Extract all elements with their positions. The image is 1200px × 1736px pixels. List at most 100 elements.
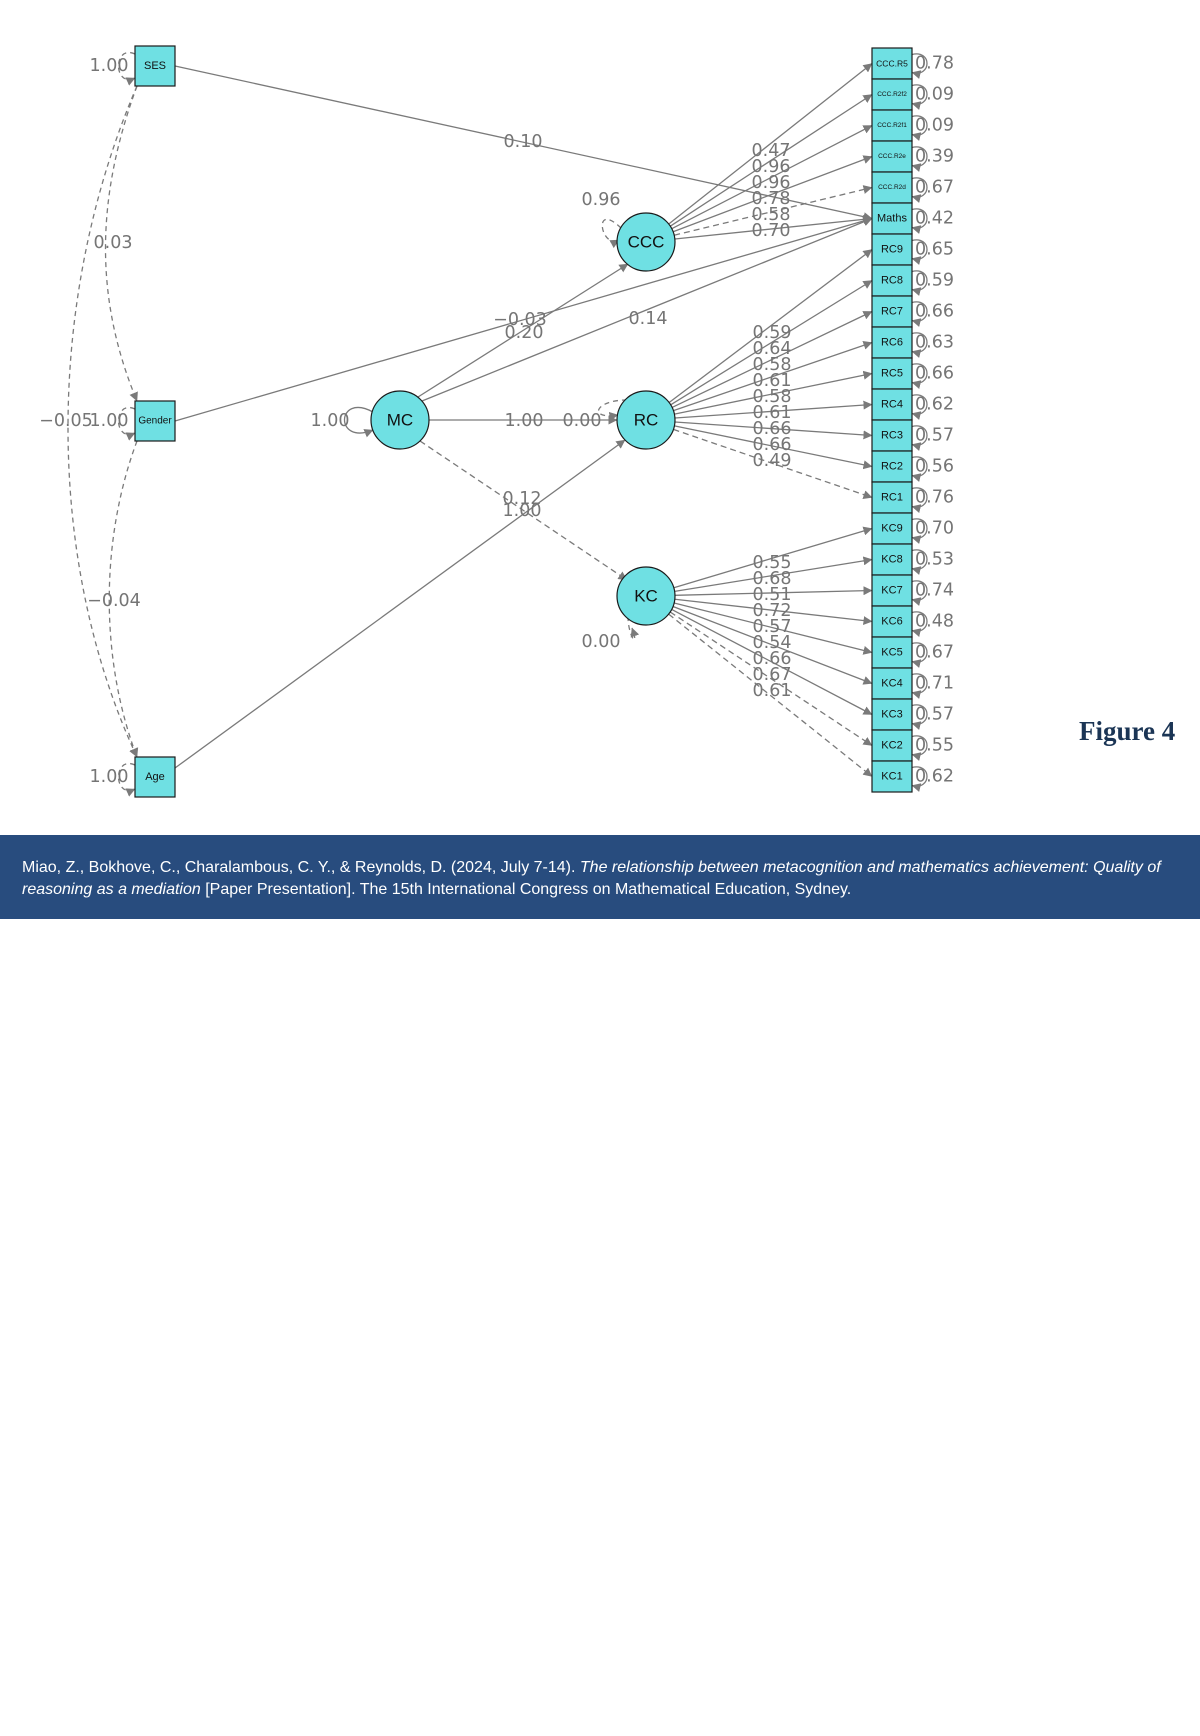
indicator-node-rc8: RC8 xyxy=(871,264,913,297)
covariance-ses-gender-label: 0.03 xyxy=(94,233,133,253)
residual-rc8 xyxy=(902,269,928,296)
residual-kc9-label: 0.70 xyxy=(915,519,954,539)
residual-kc1 xyxy=(902,765,928,792)
loading-kc-kc6 xyxy=(674,598,873,626)
observed-label-ses: SES xyxy=(144,60,166,72)
indicator-label-kc6: KC6 xyxy=(881,616,902,628)
loading-rc-rc1 xyxy=(673,428,873,499)
indicator-box-ccc-r2e xyxy=(871,140,913,173)
residual-rc5-label: 0.66 xyxy=(915,364,954,384)
residual-kc4 xyxy=(902,672,928,699)
indicator-node-rc9: RC9 xyxy=(871,233,913,266)
observed-node-ses: SES xyxy=(134,45,176,87)
latent-node-kc: KC xyxy=(616,566,676,626)
indicator-node-ccc-r5: CCC.R5 xyxy=(871,47,913,80)
loading-kc-kc9 xyxy=(673,526,873,589)
citation-footer: Miao, Z., Bokhove, C., Charalambous, C. … xyxy=(0,835,1200,1736)
indicator-label-kc9: KC9 xyxy=(881,523,902,535)
indicator-label-kc7: KC7 xyxy=(881,585,902,597)
indicator-label-ccc-r2d: CCC.R2d xyxy=(878,184,906,191)
observed-node-gender: Gender xyxy=(134,400,176,442)
indicator-node-rc6: RC6 xyxy=(871,326,913,359)
loading-label-rc-3: 0.61 xyxy=(753,371,792,391)
observed-node-age: Age xyxy=(134,756,176,798)
path-age-rc-label: 1.00 xyxy=(503,501,542,521)
latent-label-mc: MC xyxy=(387,411,413,430)
latent-label-rc: RC xyxy=(634,411,659,430)
residual-rc3-label: 0.57 xyxy=(915,426,954,446)
sem-path-diagram: SESGenderAgeMCCCCRCKCCCC.R5CCC.R2f2CCC.R… xyxy=(39,45,954,798)
indicator-box-kc1 xyxy=(871,760,913,793)
residual-rc1 xyxy=(902,486,928,513)
observed-box-gender xyxy=(134,400,176,442)
covariance-ses-age-label: −0.05 xyxy=(39,411,93,431)
indicator-node-ccc-r2d: CCC.R2d xyxy=(871,171,913,204)
observed-label-age: Age xyxy=(145,771,165,783)
loading-kc-kc5 xyxy=(673,602,873,655)
residual-kc5-label: 0.67 xyxy=(915,643,954,663)
indicator-box-rc6 xyxy=(871,326,913,359)
citation-authors: Miao, Z., Bokhove, C., Charalambous, C. … xyxy=(22,859,576,876)
loading-label-rc-0: 0.59 xyxy=(753,323,792,343)
indicator-box-rc7 xyxy=(871,295,913,328)
residual-rc7 xyxy=(902,300,928,327)
residual-rc1-label: 0.76 xyxy=(915,488,954,508)
horizontal-scrollbar[interactable] xyxy=(347,1726,855,1736)
loading-kc-kc2 xyxy=(669,611,873,747)
loading-kc-kc7 xyxy=(674,586,873,596)
residual-rc4 xyxy=(902,393,928,420)
loading-label-rc-7: 0.66 xyxy=(753,435,792,455)
loading-kc-kc1 xyxy=(668,613,873,778)
covariance-gender-age-label: −0.04 xyxy=(87,591,141,611)
residual-ccc-r5 xyxy=(902,52,928,79)
residual-kc7 xyxy=(902,579,928,606)
indicator-node-kc1: KC1 xyxy=(871,760,913,793)
residual-kc8-label: 0.53 xyxy=(915,550,954,570)
indicator-label-ccc-r5: CCC.R5 xyxy=(876,59,908,69)
indicator-box-rc5 xyxy=(871,357,913,390)
indicator-node-rc1: RC1 xyxy=(871,481,913,514)
residual-ccc-r2f1-label: 0.09 xyxy=(915,116,954,136)
residual-ccc-r5-label: 0.78 xyxy=(915,54,954,74)
variance-ccc-label: 0.96 xyxy=(582,190,621,210)
residual-kc6 xyxy=(902,610,928,637)
loading-ccc-ccc-r2e xyxy=(672,155,873,233)
citation-venue: [Paper Presentation]. The 15th Internati… xyxy=(205,881,852,898)
residual-rc5 xyxy=(902,362,928,389)
residual-kc8 xyxy=(902,548,928,575)
latent-circle-kc xyxy=(616,566,676,626)
path-age-rc xyxy=(174,439,626,769)
variance-mc-label: 1.00 xyxy=(311,411,350,431)
indicator-label-rc6: RC6 xyxy=(881,337,903,349)
path-ses-maths-label: 0.10 xyxy=(504,132,543,152)
loading-label-ccc-2: 0.96 xyxy=(752,173,791,193)
residual-kc2-label: 0.55 xyxy=(915,736,954,756)
loading-label-kc-7: 0.67 xyxy=(753,665,792,685)
indicator-box-kc2 xyxy=(871,729,913,762)
indicator-node-rc4: RC4 xyxy=(871,388,913,421)
loading-rc-rc7 xyxy=(671,310,873,409)
loading-label-ccc-4: 0.58 xyxy=(752,205,791,225)
loading-ccc-ccc-r5 xyxy=(668,62,873,225)
loading-kc-kc4 xyxy=(672,605,873,685)
loading-kc-kc3 xyxy=(671,608,873,716)
indicator-label-ccc-r2e: CCC.R2e xyxy=(878,153,906,160)
residual-kc3 xyxy=(902,703,928,730)
latent-node-mc: MC xyxy=(370,390,430,450)
variance-age-label: 1.00 xyxy=(90,767,129,787)
indicator-box-kc5 xyxy=(871,636,913,669)
residual-rc6-label: 0.63 xyxy=(915,333,954,353)
residual-kc7-label: 0.74 xyxy=(915,581,954,601)
residual-rc4-label: 0.62 xyxy=(915,395,954,415)
residual-kc6-label: 0.48 xyxy=(915,612,954,632)
indicator-node-kc4: KC4 xyxy=(871,667,913,700)
residual-rc2-label: 0.56 xyxy=(915,457,954,477)
covariance-gender-age xyxy=(108,431,145,758)
indicator-box-kc4 xyxy=(871,667,913,700)
variance-mc xyxy=(343,406,374,438)
residual-ccc-r2f2 xyxy=(902,83,928,110)
indicator-node-maths: Maths xyxy=(871,202,913,235)
loading-label-rc-6: 0.66 xyxy=(753,419,792,439)
residual-kc9 xyxy=(902,517,928,544)
loading-label-rc-5: 0.61 xyxy=(753,403,792,423)
